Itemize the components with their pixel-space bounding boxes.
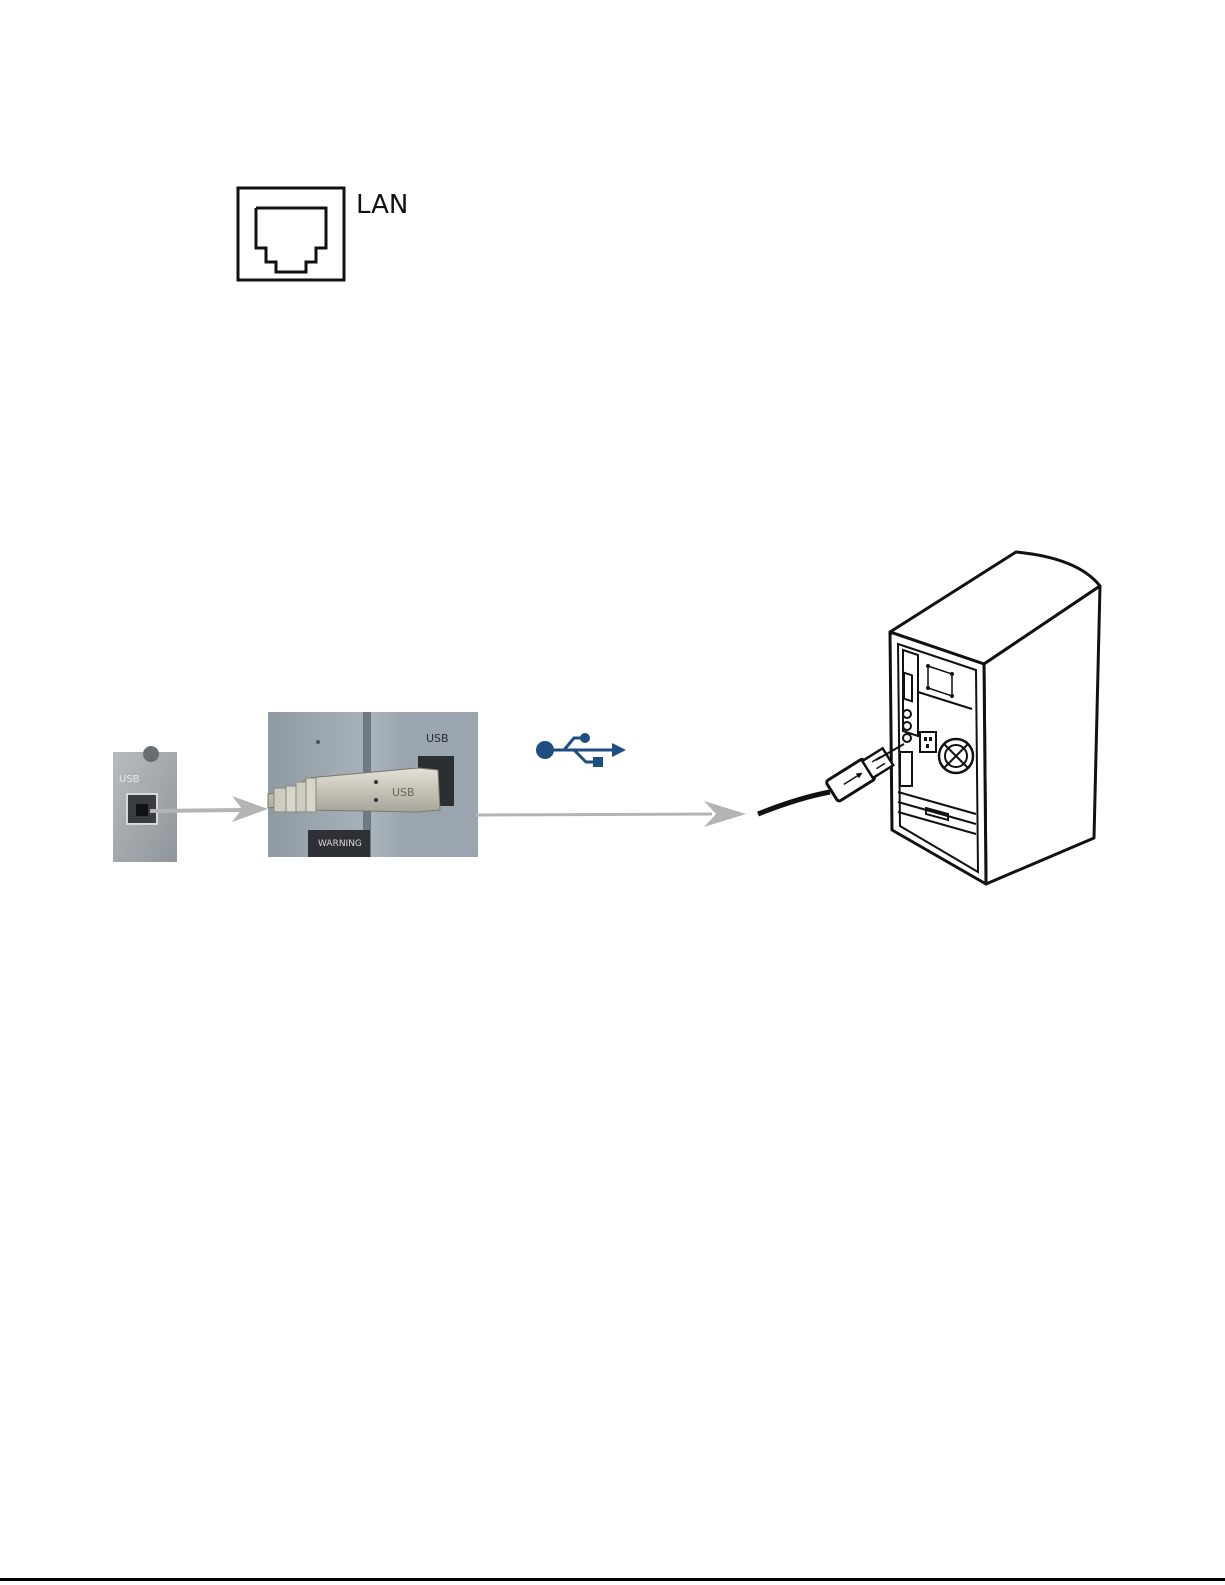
photo-warning-label: WARNING <box>318 839 362 849</box>
rj45-port-icon <box>236 186 346 282</box>
desktop-tower-icon <box>758 546 1103 886</box>
screw-icon <box>143 746 159 762</box>
svg-text:USB: USB <box>426 732 449 745</box>
arrow-port-to-plug <box>150 794 270 824</box>
usb-trident-icon <box>534 728 626 772</box>
usb-plug-photo: USB USB WARNING <box>268 712 478 857</box>
lan-label: LAN <box>356 190 408 220</box>
page-bottom-rule <box>0 1578 1225 1581</box>
arrow-plug-to-computer <box>476 800 748 830</box>
photo-port-label: USB <box>119 774 140 785</box>
svg-text:USB: USB <box>392 786 415 799</box>
